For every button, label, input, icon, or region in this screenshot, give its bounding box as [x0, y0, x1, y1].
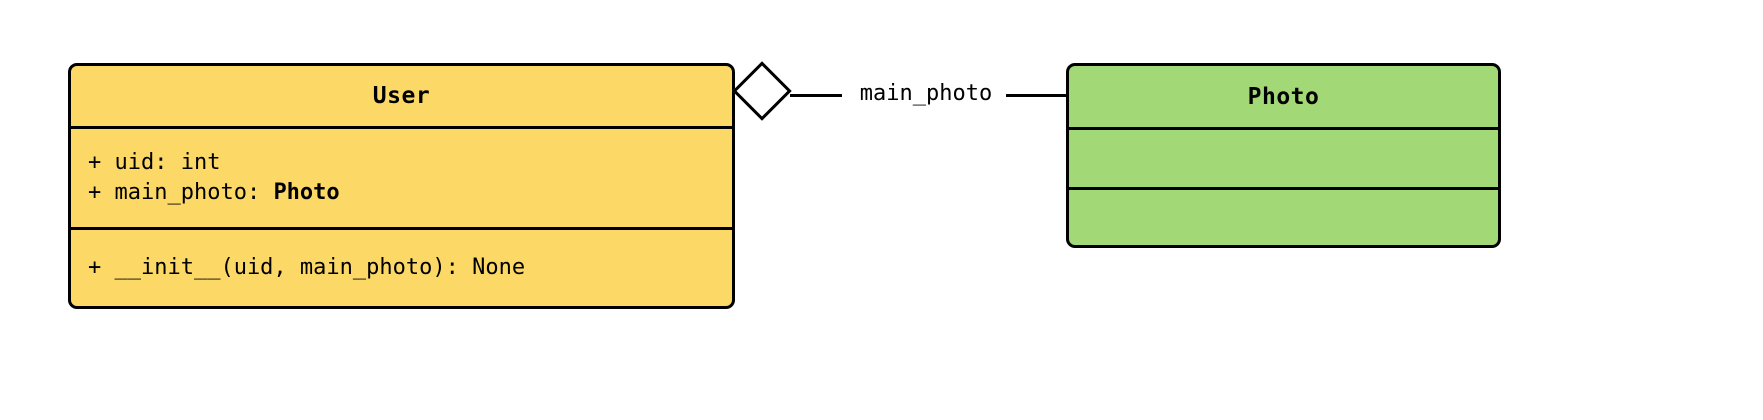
edge-line-segment-left: [790, 94, 846, 97]
attribute-type-reference: Photo: [273, 180, 340, 205]
class-methods-user: + __init__(uid, main_photo): None: [71, 227, 732, 306]
class-attributes-user: + uid: int + main_photo: Photo: [71, 126, 732, 227]
class-title-photo: Photo: [1247, 83, 1320, 110]
class-box-user[interactable]: User + uid: int + main_photo: Photo + __…: [68, 63, 735, 309]
class-methods-photo: [1069, 187, 1498, 245]
edge-line-segment-right: [1006, 94, 1068, 97]
relationship-label: main_photo: [842, 79, 1010, 109]
attribute-row: + main_photo: Photo: [88, 178, 715, 208]
class-title-user: User: [372, 83, 431, 109]
method-row: + __init__(uid, main_photo): None: [88, 255, 526, 280]
aggregation-diamond-icon: [732, 61, 792, 121]
class-attributes-photo: [1069, 127, 1498, 187]
attribute-row: + uid: int: [88, 150, 221, 175]
class-box-photo[interactable]: Photo: [1066, 63, 1501, 248]
attribute-name: + main_photo:: [88, 180, 274, 205]
relationship-main-photo[interactable]: main_photo: [730, 60, 1075, 132]
